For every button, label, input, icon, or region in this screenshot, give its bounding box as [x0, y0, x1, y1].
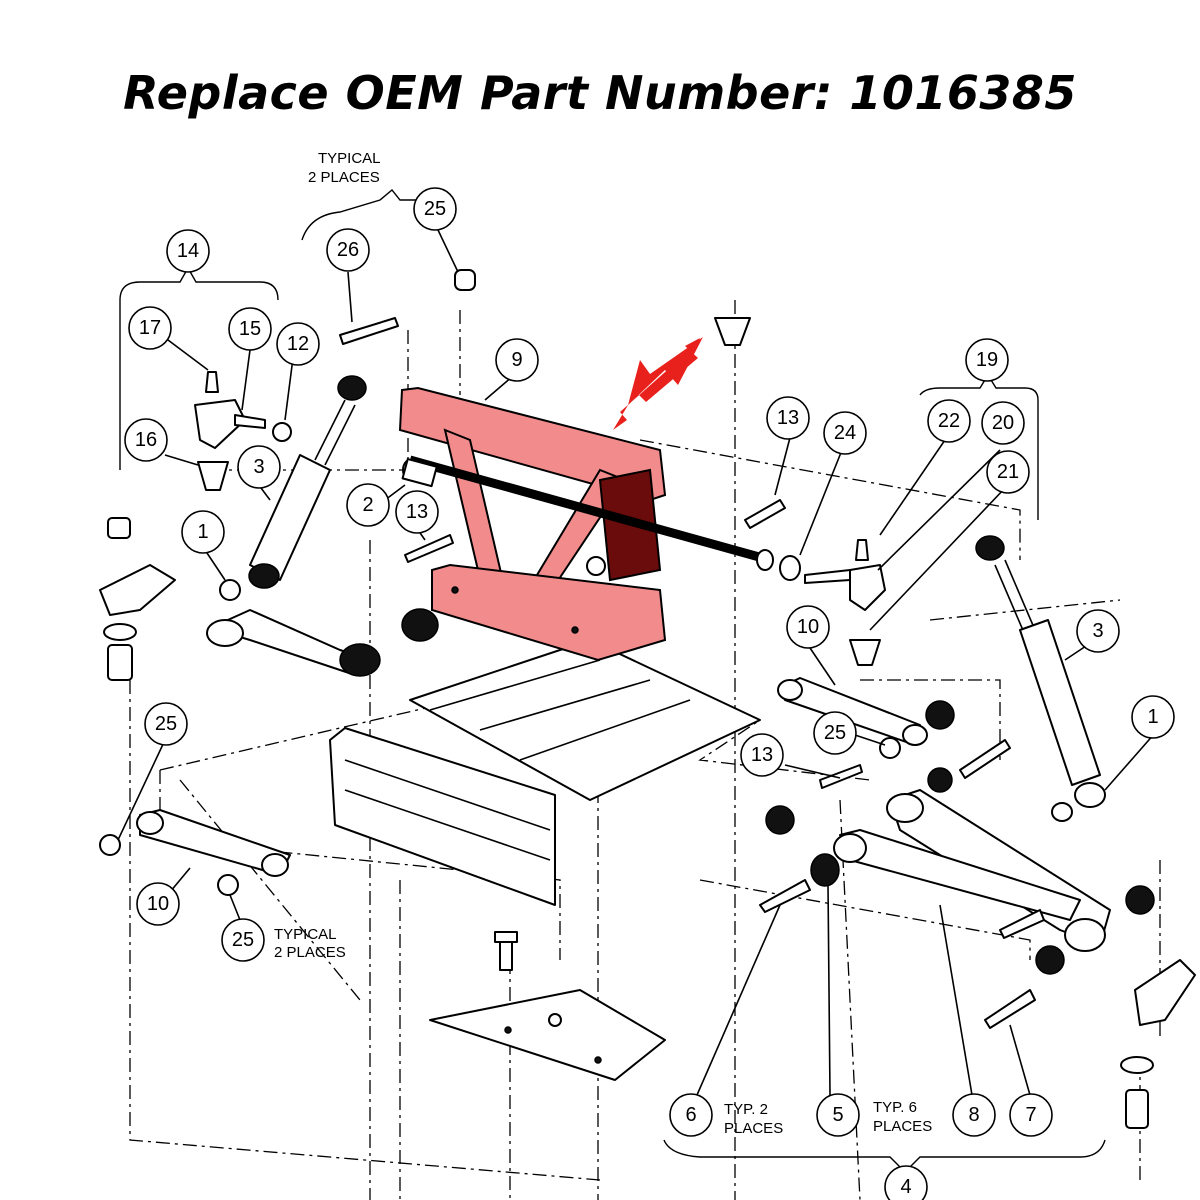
bracket-14 [119, 266, 279, 470]
callout-14: 14 [166, 229, 210, 273]
right-control-arm [833, 789, 1155, 975]
highlighted-bracket-part-9 [398, 386, 667, 662]
callout-5: 5 [816, 1093, 860, 1137]
callout-3-right: 3 [1076, 609, 1120, 653]
note-typ2-2: PLACES [724, 1120, 783, 1137]
callouts: 14 17 15 12 16 3 26 25 9 2 13 1 13 24 22… [124, 187, 1175, 1200]
callout-16: 16 [124, 418, 168, 462]
callout-25-left: 25 [144, 702, 188, 746]
axle-rod [401, 455, 772, 565]
svg-text:15: 15 [239, 318, 261, 340]
note-typical-top-1: TYPICAL [318, 150, 381, 167]
svg-text:3: 3 [1092, 620, 1103, 642]
hardware [99, 269, 1196, 1129]
bracket-4 [663, 1139, 1106, 1173]
svg-text:24: 24 [834, 422, 856, 444]
callout-13-bottom: 13 [740, 733, 784, 777]
callout-13-left: 13 [395, 490, 439, 534]
callout-20: 20 [981, 401, 1025, 445]
callout-17: 17 [128, 306, 172, 350]
svg-text:22: 22 [938, 410, 960, 432]
svg-text:12: 12 [287, 333, 309, 355]
bracket-19 [919, 373, 1039, 520]
svg-text:25: 25 [824, 722, 846, 744]
callout-13-top-right: 13 [766, 396, 810, 440]
right-shock-absorber [975, 535, 1106, 808]
callout-9: 9 [495, 338, 539, 382]
callout-8: 8 [952, 1093, 996, 1137]
callout-10-right: 10 [786, 605, 830, 649]
svg-text:3: 3 [253, 456, 264, 478]
red-arrow [613, 337, 703, 430]
callout-25-top: 25 [413, 187, 457, 231]
svg-text:25: 25 [232, 929, 254, 951]
svg-text:16: 16 [135, 429, 157, 451]
svg-text:13: 13 [406, 501, 428, 523]
callout-25-bottom: 25 [221, 918, 265, 962]
svg-text:25: 25 [155, 713, 177, 735]
svg-text:13: 13 [751, 744, 773, 766]
note-typical-top-2: 2 PLACES [308, 169, 380, 186]
svg-text:25: 25 [424, 198, 446, 220]
svg-text:5: 5 [832, 1104, 843, 1126]
svg-text:13: 13 [777, 407, 799, 429]
callout-25-right: 25 [813, 711, 857, 755]
svg-text:9: 9 [511, 349, 522, 371]
bottom-plate [429, 931, 666, 1081]
callout-12: 12 [276, 322, 320, 366]
svg-text:21: 21 [997, 461, 1019, 483]
callout-1-right: 1 [1131, 695, 1175, 739]
svg-text:1: 1 [1147, 706, 1158, 728]
svg-text:10: 10 [147, 893, 169, 915]
callout-4: 4 [884, 1165, 928, 1200]
leader-lines [117, 229, 1156, 1096]
bracket-bottom-beam [431, 563, 667, 662]
note-typical-bottom-2: 2 PLACES [274, 944, 346, 961]
callout-24: 24 [823, 411, 867, 455]
callout-26: 26 [326, 228, 370, 272]
callout-6: 6 [669, 1093, 713, 1137]
callout-21: 21 [986, 450, 1030, 494]
svg-text:1: 1 [197, 521, 208, 543]
callout-15: 15 [228, 307, 272, 351]
svg-text:2: 2 [362, 494, 373, 516]
note-typical-bottom-1: TYPICAL [274, 926, 337, 943]
note-typ6-2: PLACES [873, 1118, 932, 1135]
svg-text:10: 10 [797, 616, 819, 638]
left-shock-absorber [248, 375, 367, 589]
notes: TYPICAL 2 PLACES TYPICAL 2 PLACES TYP. 2… [274, 150, 932, 1137]
svg-text:17: 17 [139, 317, 161, 339]
callout-7: 7 [1009, 1093, 1053, 1137]
callout-19: 19 [965, 338, 1009, 382]
svg-text:14: 14 [177, 240, 199, 262]
note-typ6-1: TYP. 6 [873, 1099, 917, 1116]
note-typ2-1: TYP. 2 [724, 1101, 768, 1118]
svg-text:7: 7 [1025, 1104, 1036, 1126]
callout-10-left: 10 [136, 882, 180, 926]
right-link-10 [777, 677, 955, 746]
callout-3-left: 3 [237, 445, 281, 489]
callout-1-left: 1 [181, 510, 225, 554]
callout-2: 2 [346, 483, 390, 527]
svg-text:6: 6 [685, 1104, 696, 1126]
front-crossmember [329, 639, 761, 906]
svg-text:20: 20 [992, 412, 1014, 434]
lower-left-link-10 [136, 809, 291, 877]
svg-text:8: 8 [968, 1104, 979, 1126]
svg-text:4: 4 [900, 1176, 911, 1198]
svg-text:26: 26 [337, 239, 359, 261]
callout-22: 22 [927, 399, 971, 443]
svg-text:19: 19 [976, 349, 998, 371]
page-title: Replace OEM Part Number: 1016385 [123, 66, 1077, 120]
left-control-arm [206, 608, 439, 677]
